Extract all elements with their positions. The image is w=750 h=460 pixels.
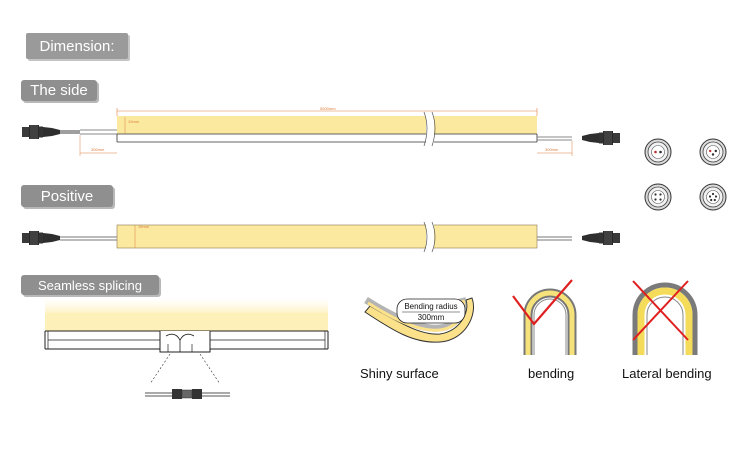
right-cable-dimension: 300mm	[545, 147, 559, 152]
connector-face-3pin-icon	[699, 138, 727, 166]
lateral-bending-caption: Lateral bending	[622, 366, 712, 381]
left-connector	[21, 124, 61, 140]
bending-illustration	[512, 279, 577, 355]
the-side-label: The side	[21, 80, 97, 101]
side-height-dimension: 10mm	[128, 119, 140, 124]
positive-width-dimension: 16mm	[138, 224, 150, 229]
dimension-heading: Dimension:	[26, 33, 128, 59]
seamless-splicing-label: Seamless splicing	[21, 275, 159, 295]
positive-label: Positive	[21, 185, 113, 207]
side-view: 5000mm 10mm 300mm 300mm	[21, 106, 621, 156]
left-cable-dimension: 300mm	[91, 147, 105, 152]
positive-strip	[116, 224, 538, 249]
side-strip-light	[117, 116, 537, 134]
bending-radius-illustration: Bending radius 300mm	[364, 297, 474, 343]
shiny-surface-caption: Shiny surface	[360, 366, 439, 381]
bending-radius-label: Bending radius	[404, 302, 457, 311]
check-mark-icon	[512, 279, 573, 326]
bending-radius-value: 300mm	[418, 313, 445, 322]
connector-face-5pin-icon	[699, 183, 727, 211]
splicing-view	[44, 298, 329, 399]
connector-face-4pin-icon	[644, 183, 672, 211]
connector-pinouts	[644, 138, 727, 211]
lateral-bending-illustration	[632, 280, 698, 355]
right-connector	[581, 130, 621, 146]
positive-left-connector	[21, 230, 61, 246]
side-length-dimension: 5000mm	[320, 106, 336, 111]
bending-caption: bending	[528, 366, 575, 381]
positive-right-connector	[581, 230, 621, 246]
positive-view: 16mm	[21, 221, 621, 253]
connector-face-2pin-icon	[644, 138, 672, 166]
